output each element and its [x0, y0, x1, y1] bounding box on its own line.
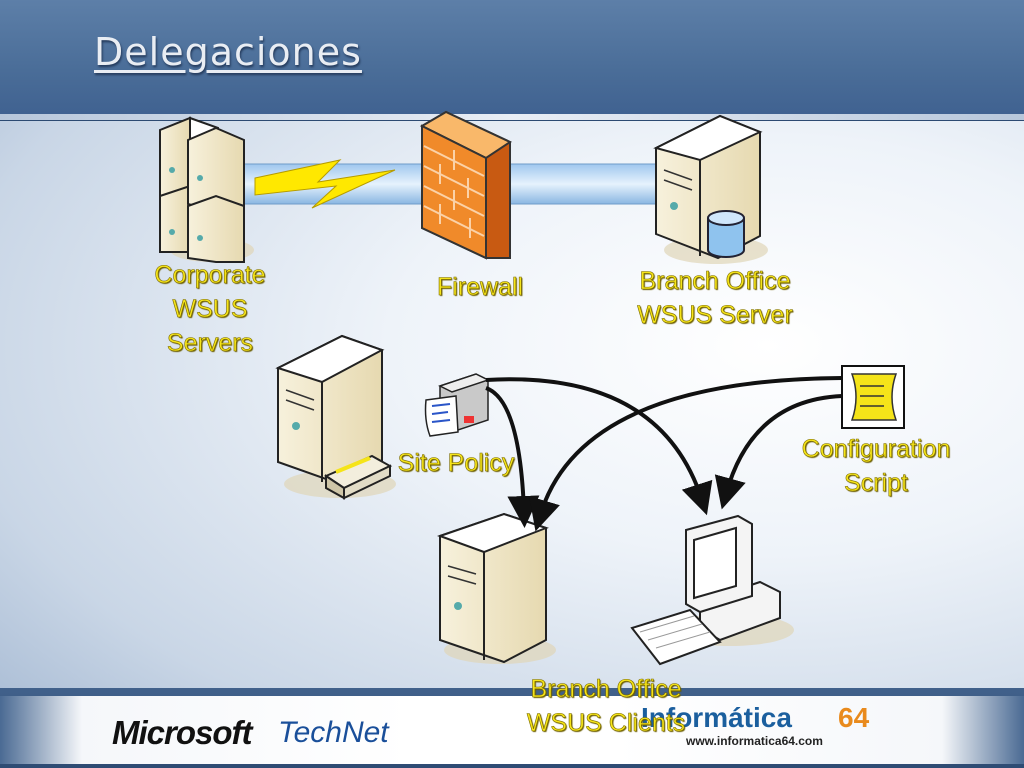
workstation-icon: [630, 514, 794, 666]
label-branch-clients: Branch Office WSUS Clients: [526, 675, 686, 738]
header-divider: [0, 114, 1024, 120]
informatica-url: www.informatica64.com: [686, 734, 823, 748]
corporate-servers-icon: [159, 116, 254, 263]
site-policy-icon: [424, 373, 490, 437]
label-corporate-wsus: Corporate WSUS Servers: [154, 261, 266, 358]
technet-logo: TechNet: [278, 716, 389, 749]
database-icon: [707, 210, 745, 258]
branch-server-icon: [653, 114, 768, 264]
policy-server-icon: [275, 334, 396, 500]
arrow-script-to-workstation: [714, 394, 843, 510]
delegation-arrows: [485, 376, 843, 532]
arrow-policy-to-server: [485, 386, 540, 528]
lightning-icon: [254, 159, 396, 209]
switch-icon: [323, 454, 393, 500]
label-branch-server: Branch Office WSUS Server: [637, 267, 793, 330]
arrow-script-to-server: [529, 376, 843, 532]
slide-title: Delegaciones: [94, 30, 362, 74]
microsoft-logo: Microsoft: [112, 714, 252, 751]
label-firewall: Firewall: [436, 273, 524, 302]
firewall-icon: [419, 110, 513, 260]
script-icon: [841, 365, 905, 429]
client-server-icon: [437, 512, 556, 664]
label-configuration-script: Configuration Script: [801, 435, 951, 498]
arrow-policy-to-workstation: [485, 377, 713, 516]
informatica-logo-number: 64: [838, 702, 870, 733]
informatica-logo: Informática: [641, 702, 792, 733]
footer-panel: [0, 696, 1024, 764]
label-site-policy: Site Policy: [397, 449, 515, 478]
